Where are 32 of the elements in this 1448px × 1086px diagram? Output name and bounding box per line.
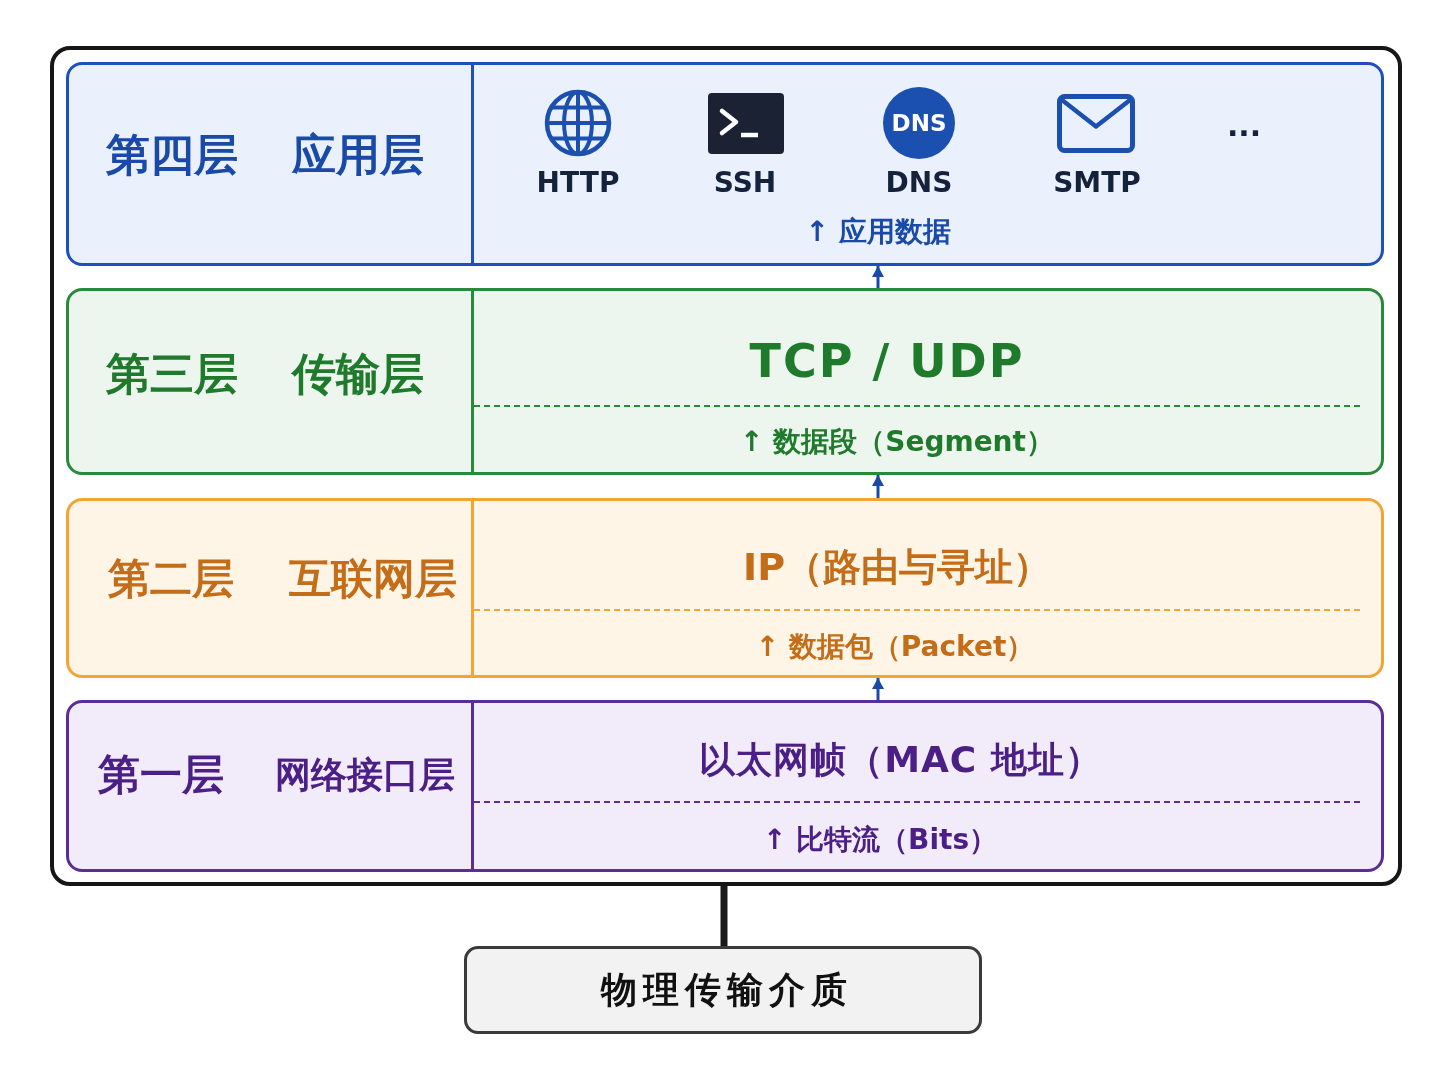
medium-box (464, 946, 982, 1034)
layer-number: 第四层 (106, 128, 238, 182)
data-unit-label: ↑ 比特流（Bits） (762, 823, 998, 857)
connector-line (720, 886, 728, 946)
arrow (872, 266, 884, 288)
layer-name: 应用层 (292, 128, 424, 182)
layer-number: 第二层 (108, 553, 234, 605)
layer-box (66, 62, 1384, 266)
arrow (872, 475, 884, 498)
arrow (872, 678, 884, 700)
layer-box (66, 288, 1384, 475)
protocol-label: SSH (713, 166, 777, 200)
layer-name: 互联网层 (289, 553, 457, 605)
protocol-title: 以太网帧（MAC 地址） (698, 738, 1102, 782)
layer-number: 第一层 (98, 749, 224, 801)
medium-label: 物理传输介质 (599, 968, 853, 1012)
data-unit-label: ↑ 应用数据 (805, 215, 951, 249)
protocol-badge: DNS (883, 87, 955, 159)
data-unit-label: ↑ 数据段（Segment） (740, 425, 1054, 459)
more-indicator: ... (1226, 108, 1262, 144)
outer-frame (50, 46, 1402, 886)
protocol-label: SMTP (1053, 166, 1141, 200)
protocol-title: IP（路由与寻址） (743, 545, 1051, 591)
layer-box (66, 498, 1384, 678)
data-unit-label: ↑ 数据包（Packet） (755, 630, 1035, 664)
protocol-label: HTTP (536, 166, 620, 200)
protocol-label: DNS (885, 166, 953, 200)
protocol-title: TCP / UDP (748, 334, 1025, 390)
layer-number: 第三层 (106, 347, 238, 401)
layer-name: 传输层 (292, 347, 424, 401)
layer-box (66, 700, 1384, 872)
layer-name: 网络接口层 (275, 753, 455, 797)
